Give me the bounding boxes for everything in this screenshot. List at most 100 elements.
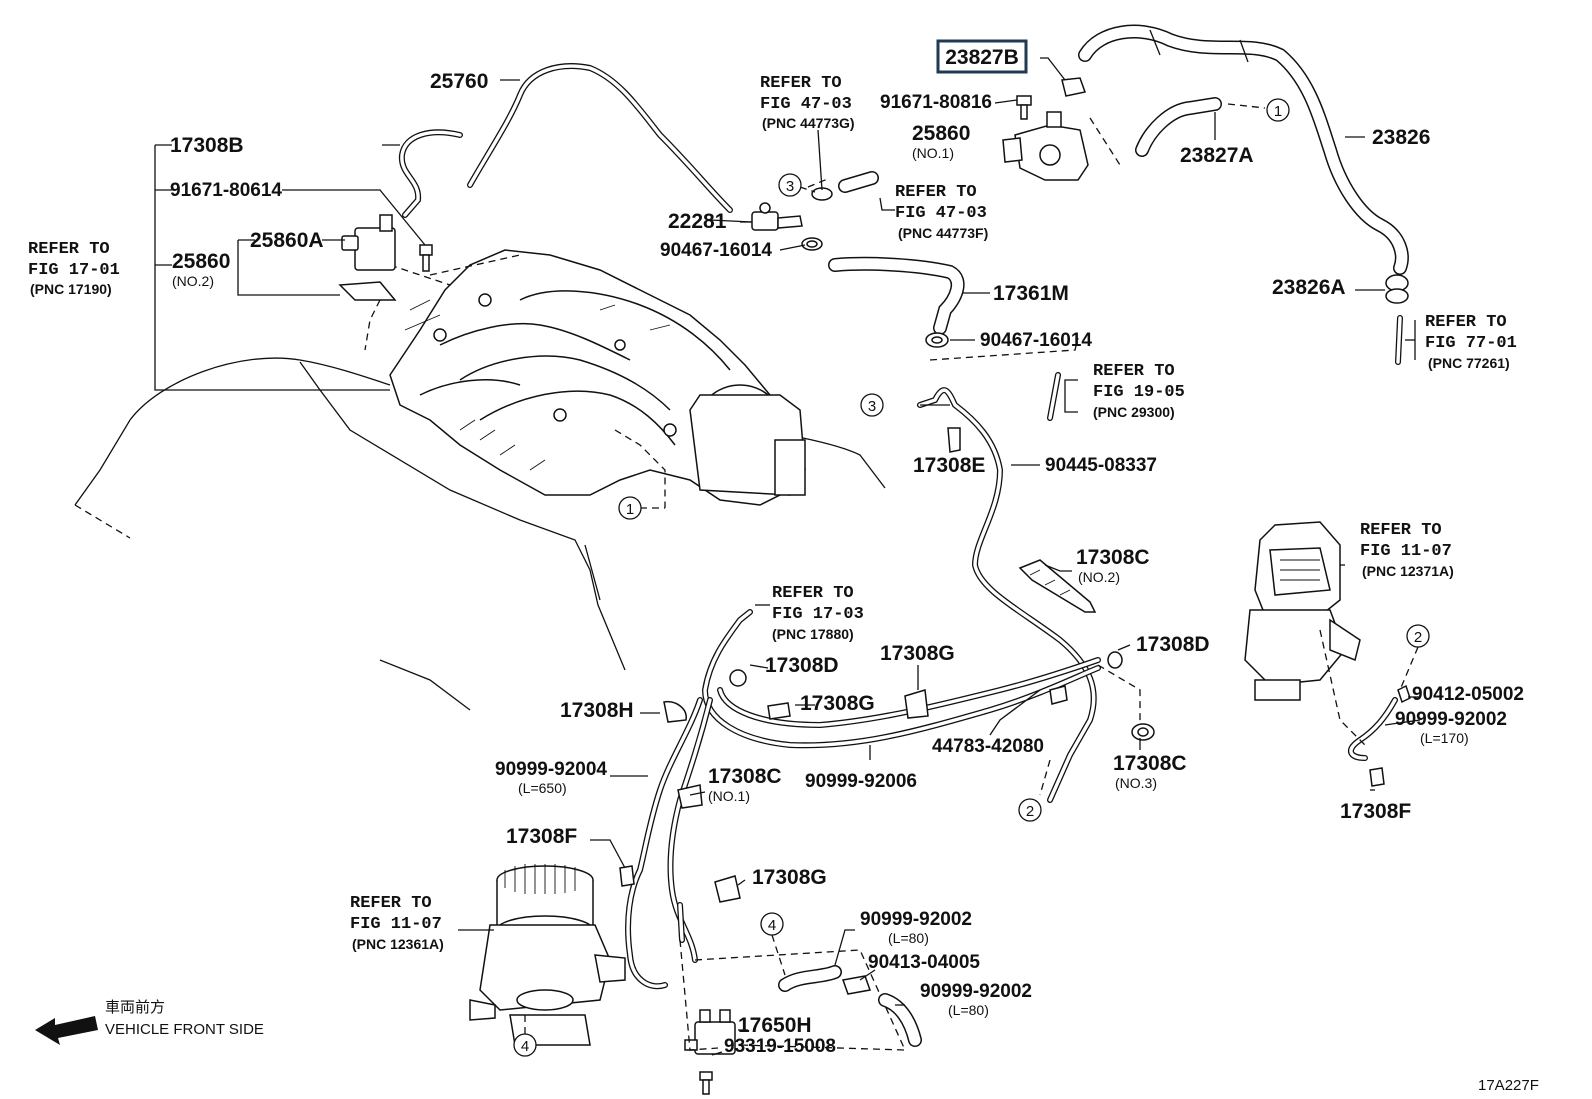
- svg-text:REFER TO: REFER TO: [772, 584, 854, 603]
- ref-11-07-a: REFER TO FIG 11-07 (PNC 12371A): [1360, 521, 1454, 579]
- svg-text:4: 4: [768, 917, 776, 934]
- label-17308H: 17308H: [560, 699, 634, 722]
- label-90467-16014-a: 90467-16014: [660, 240, 772, 261]
- hose-23826: [1078, 24, 1409, 275]
- label-90999-92002-b: 90999-92002: [920, 981, 1032, 1002]
- hose-90999-92002-a: [778, 965, 842, 992]
- svg-text:(PNC 17190): (PNC 17190): [30, 281, 112, 297]
- clamp-23826A: [1385, 274, 1409, 304]
- engine-mount-left: [469, 864, 626, 1046]
- intake-manifold: [389, 249, 806, 506]
- ref-19-05: REFER TO FIG 19-05 (PNC 29300): [1093, 362, 1185, 420]
- label-25860-no2: 25860: [172, 250, 230, 273]
- svg-text:FIG 77-01: FIG 77-01: [1425, 334, 1517, 353]
- engine-mount-right: [1244, 521, 1361, 701]
- vsv-25860-no2: [338, 214, 397, 301]
- bracket-17308C-no2: [1018, 559, 1097, 613]
- clip-17308F-left: [619, 865, 635, 887]
- label-90999-92002-b-sub: (L=80): [948, 1002, 989, 1018]
- label-17308C-no2: 17308C: [1076, 546, 1150, 569]
- svg-text:FIG 11-07: FIG 11-07: [350, 915, 442, 934]
- clip-17308F-right: [1369, 767, 1385, 787]
- clip-17308G-a: [904, 689, 929, 719]
- label-17361M: 17361M: [993, 282, 1069, 305]
- label-17308C-no1: 17308C: [708, 765, 782, 788]
- svg-text:(PNC 12361A): (PNC 12361A): [352, 936, 444, 952]
- clip-17308G-c: [714, 875, 741, 903]
- label-17650H: 17650H: [738, 1014, 812, 1037]
- svg-text:REFER TO: REFER TO: [1360, 521, 1442, 540]
- svg-text:FIG 47-03: FIG 47-03: [895, 204, 987, 223]
- highlight-box-23827B: [936, 39, 1028, 74]
- tube-90445-08337: [917, 387, 1097, 803]
- tube-90999-92006: [701, 609, 1101, 749]
- label-17308C-no3: 17308C: [1113, 752, 1187, 775]
- svg-text:(PNC 17880): (PNC 17880): [772, 626, 854, 642]
- part-labels: 25760 17308B 91671-80614 25860A 25860 (N…: [170, 39, 1524, 1057]
- left-arrow-icon: [35, 1016, 98, 1045]
- leader-lines: [154, 57, 1421, 1056]
- label-17308E: 17308E: [913, 454, 985, 477]
- label-90999-92002-a: 90999-92002: [860, 909, 972, 930]
- label-90999-92004: 90999-92004: [495, 759, 607, 780]
- label-17308G-a: 17308G: [880, 642, 955, 665]
- label-25860A: 25860A: [250, 229, 324, 252]
- clip-17308C-no3: [1131, 723, 1155, 741]
- valve-90413-04005: [841, 975, 872, 995]
- label-17308D-left: 17308D: [765, 654, 839, 677]
- hose-25760: [467, 63, 733, 213]
- svg-text:REFER TO: REFER TO: [350, 894, 432, 913]
- svg-text:REFER TO: REFER TO: [28, 240, 110, 259]
- label-17308G-c: 17308G: [752, 866, 827, 889]
- label-90467-16014-b: 90467-16014: [980, 330, 1092, 351]
- svg-text:1: 1: [1274, 103, 1282, 120]
- svg-text:REFER TO: REFER TO: [760, 74, 842, 93]
- label-90999-92002-c-sub: (L=170): [1420, 730, 1469, 746]
- label-91671-80816: 91671-80816: [880, 92, 992, 113]
- svg-text:FIG 47-03: FIG 47-03: [760, 95, 852, 114]
- callout-4-mid: 4: [760, 912, 784, 936]
- clip-23827B: [1061, 77, 1086, 97]
- callout-3-top: 3: [778, 173, 802, 197]
- connector-44783-42080: [1049, 685, 1068, 705]
- bolt-93319-15008: [699, 1071, 713, 1095]
- svg-text:REFER TO: REFER TO: [1093, 362, 1175, 381]
- label-17308B: 17308B: [170, 134, 244, 157]
- hose-23827A: [1135, 97, 1222, 157]
- svg-text:3: 3: [786, 178, 794, 195]
- clip-17308D-left: [729, 669, 747, 687]
- svg-text:4: 4: [521, 1038, 529, 1055]
- svg-text:FIG 19-05: FIG 19-05: [1093, 383, 1185, 402]
- svg-text:(PNC 77261): (PNC 77261): [1428, 355, 1510, 371]
- svg-text:(PNC 12371A): (PNC 12371A): [1362, 563, 1454, 579]
- svg-text:2: 2: [1026, 803, 1034, 820]
- bolt-91671-80816: [1016, 95, 1032, 120]
- label-17308G-b: 17308G: [800, 692, 875, 715]
- pipe-77-01: [1395, 315, 1403, 365]
- pipe-19-05: [1047, 372, 1061, 421]
- svg-text:FIG 17-03: FIG 17-03: [772, 605, 864, 624]
- label-23827A: 23827A: [1180, 144, 1254, 167]
- hose-17308B: [398, 129, 463, 218]
- svg-text:(PNC 44773G): (PNC 44773G): [762, 115, 855, 131]
- front-side-japanese: 車両前方: [105, 999, 165, 1016]
- label-91671-80614: 91671-80614: [170, 180, 282, 201]
- clamp-90467-16014-a: [801, 237, 823, 251]
- hose-90999-92002-b: [878, 993, 922, 1047]
- ref-17-03: REFER TO FIG 17-03 (PNC 17880): [772, 584, 864, 642]
- clip-17308G-b: [767, 702, 791, 720]
- diagram-code: 17A227F: [1478, 1077, 1539, 1094]
- callout-2-right: 2: [1406, 624, 1430, 648]
- ref-47-03-b: REFER TO FIG 47-03 (PNC 44773F): [895, 183, 988, 241]
- label-25860-no1-sub: (NO.1): [912, 145, 954, 161]
- label-25860-no2-sub: (NO.2): [172, 273, 214, 289]
- label-23826A: 23826A: [1272, 276, 1346, 299]
- clip-17308C-no1: [677, 784, 703, 809]
- ref-77-01: REFER TO FIG 77-01 (PNC 77261): [1425, 313, 1517, 371]
- svg-text:REFER TO: REFER TO: [895, 183, 977, 202]
- ref-11-07-b: REFER TO FIG 11-07 (PNC 12361A): [350, 894, 444, 952]
- label-90445-08337: 90445-08337: [1045, 455, 1157, 476]
- label-90999-92006: 90999-92006: [805, 771, 917, 792]
